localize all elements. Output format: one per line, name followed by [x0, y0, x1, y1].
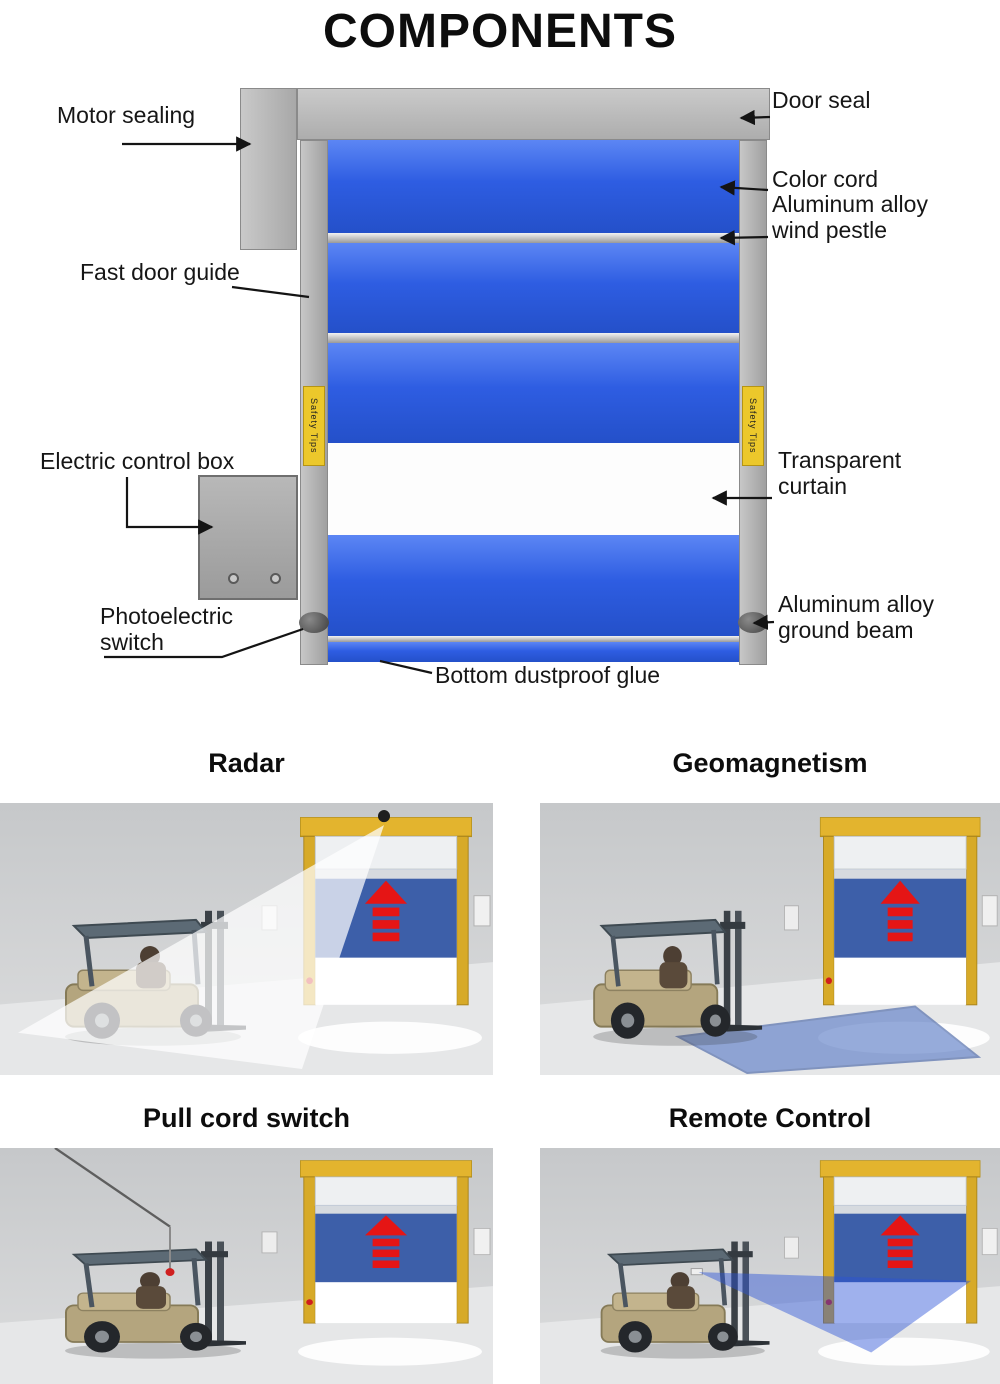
radar-scene: [0, 803, 493, 1075]
wall-control-box: [473, 895, 491, 927]
safety-tips-text: Safety Tips: [309, 398, 319, 454]
control-box-screw: [270, 573, 281, 584]
forklift: [65, 1242, 246, 1359]
bottom-curtain-strip: [328, 642, 739, 662]
wall-control-box: [473, 1227, 491, 1256]
pull-cord-handle: [165, 1268, 175, 1277]
radar-sensor-icon: [378, 810, 390, 823]
wall-switch-box: [783, 905, 799, 931]
door-light-pool: [818, 1337, 990, 1366]
high-speed-door: [300, 1160, 472, 1324]
door-seal-bar: [297, 88, 770, 140]
label-motor-sealing: Motor sealing: [57, 102, 196, 128]
electric-control-box: [198, 475, 298, 600]
label-photoelectric-switch: Photoelectric switch: [100, 603, 233, 655]
geomagnetic-mat: [674, 1005, 982, 1075]
fast-door-guide-line: [231, 285, 310, 299]
photoelectric-switch-right: [738, 612, 768, 633]
curtain-blue-panel: [328, 343, 739, 443]
safety-tips-text: Safety Tips: [748, 398, 758, 454]
radar-title: Radar: [208, 748, 285, 778]
door-light-pool: [298, 1337, 482, 1366]
wall-switch-box: [783, 1236, 799, 1259]
label-electric-control-box: Electric control box: [40, 448, 235, 474]
label-wind-pestle: Aluminum alloy wind pestle: [772, 191, 928, 243]
right-guide-rail: Safety Tips: [739, 140, 767, 665]
label-transparent-curtain: Transparent curtain: [778, 447, 902, 499]
label-color-cord: Color cord: [772, 166, 879, 192]
wind-pestle-bar: [328, 333, 739, 343]
wall-control-box: [981, 1227, 998, 1256]
geomagnetism-scene-graphic: [540, 803, 1000, 1075]
ground-beam-bar: [328, 636, 739, 642]
dustproof-glue-line: [379, 659, 433, 675]
label-fast-door-guide: Fast door guide: [80, 259, 240, 285]
geomagnetism-title: Geomagnetism: [672, 748, 868, 778]
forklift: [601, 1242, 770, 1359]
geomagnetism-scene: [540, 803, 1000, 1075]
remote-control-icon: [690, 1268, 703, 1276]
pull-cord-title: Pull cord switch: [142, 1103, 351, 1133]
safety-tips-sticker: Safety Tips: [303, 386, 325, 466]
curtain-blue-panel: [328, 140, 739, 233]
radar-beam: [18, 825, 384, 1069]
label-bottom-dustproof-glue: Bottom dustproof glue: [435, 662, 661, 688]
wall-control-box: [981, 895, 998, 927]
door-curtain: [328, 140, 739, 662]
pull-cord-scene: [0, 1148, 493, 1384]
control-box-screw: [228, 573, 239, 584]
pull-cord-scene-graphic: [0, 1148, 493, 1384]
motor-housing: [240, 88, 297, 250]
page-title: COMPONENTS: [322, 5, 677, 58]
radar-scene-graphic: [0, 803, 493, 1075]
photoelectric-switch-left: [299, 612, 329, 633]
forklift: [593, 911, 762, 1046]
components-diagram: Safety Tips Safety Tips: [40, 87, 934, 688]
wall-switch-box: [261, 1231, 278, 1254]
label-door-seal: Door seal: [772, 87, 871, 113]
pull-cord-boom: [54, 1148, 171, 1228]
remote-signal-beam: [698, 1272, 972, 1353]
remote-control-title: Remote Control: [668, 1103, 872, 1133]
curtain-blue-panel: [328, 535, 739, 636]
remote-control-scene-graphic: [540, 1148, 1000, 1384]
label-ground-beam: Aluminum alloy ground beam: [778, 591, 934, 643]
safety-tips-sticker: Safety Tips: [742, 386, 764, 466]
left-guide-rail: Safety Tips: [300, 140, 328, 665]
door-light-pool: [298, 1021, 482, 1054]
remote-control-scene: [540, 1148, 1000, 1384]
curtain-blue-panel: [328, 243, 739, 333]
transparent-curtain-section: [328, 443, 739, 535]
high-speed-door: [819, 817, 981, 1006]
wind-pestle-bar: [328, 233, 739, 243]
